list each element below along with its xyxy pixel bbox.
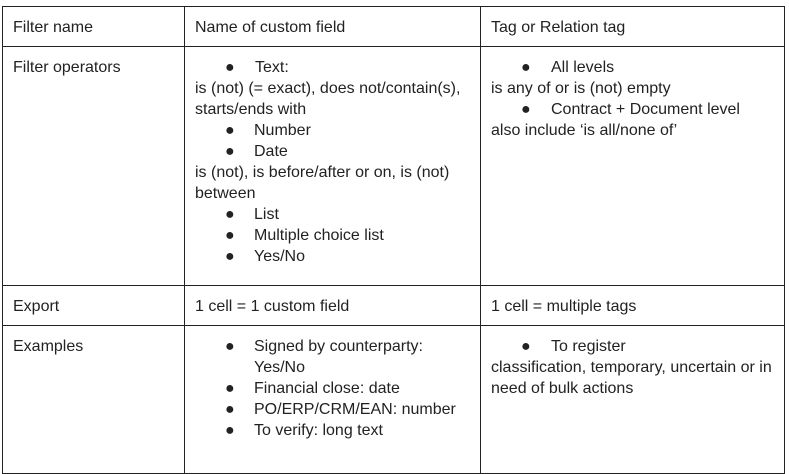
export-row: Export 1 cell = 1 custom field 1 cell = … <box>2 285 785 326</box>
export-custom-cell: 1 cell = 1 custom field <box>184 285 481 326</box>
contract-doc-desc: also include ‘is all/none of’ <box>491 122 678 139</box>
list-item-contract-doc: ● Contract + Document level <box>491 99 774 120</box>
bullet-icon: ● <box>225 380 235 397</box>
operators-custom-cell: ● Text: is (not) (= exact), does not/cont… <box>184 46 481 286</box>
contract-doc-label: Contract + Document level <box>551 101 740 118</box>
list-item: ● Signed by counterparty: Yes/No <box>195 336 470 378</box>
multi-item-label: Multiple choice list <box>254 227 384 244</box>
text-type-list: ● Text: <box>195 57 470 78</box>
bullet-icon: ● <box>521 59 531 76</box>
examples-label: Examples <box>13 338 84 355</box>
register-desc: classification, temporary, uncertain or … <box>491 359 772 397</box>
list-item-number: ● Number <box>195 120 470 141</box>
comparison-table: Filter name Name of custom field Tag or … <box>2 6 785 474</box>
operators-tag-cell: ●All levels is any of or is (not) empty … <box>480 46 785 286</box>
list-item-register: ● To register <box>491 336 774 357</box>
example-signed: Signed by counterparty: Yes/No <box>254 338 423 376</box>
header-tag-text: Tag or Relation tag <box>491 19 626 36</box>
all-levels-desc: is any of or is (not) empty <box>491 80 671 97</box>
bullet-icon: ● <box>521 101 531 118</box>
export-label: Export <box>13 298 60 315</box>
contract-doc-list: ● Contract + Document level <box>491 99 774 120</box>
header-row: Filter name Name of custom field Tag or … <box>2 6 785 47</box>
list-item: ● Financial close: date <box>195 378 470 399</box>
header-custom-field: Name of custom field <box>184 6 481 47</box>
export-tag-text: 1 cell = multiple tags <box>491 298 637 315</box>
example-financial-close: Financial close: date <box>254 380 400 397</box>
bullet-icon: ● <box>225 227 235 244</box>
example-to-verify: To verify: long text <box>254 422 383 439</box>
all-levels-list: ● All levels <box>491 57 774 78</box>
export-custom-text: 1 cell = 1 custom field <box>195 298 350 315</box>
date-item-label: Date <box>254 143 288 160</box>
bullet-icon: ● <box>225 143 235 160</box>
example-po-erp: PO/ERP/CRM/EAN: number <box>254 401 456 418</box>
examples-label-cell: Examples <box>2 325 185 474</box>
examples-tag-list: ● To register <box>491 336 774 357</box>
examples-custom-list: ● Signed by counterparty: Yes/No ● Financi… <box>195 336 470 441</box>
list-item: ● To verify: long text <box>195 420 470 441</box>
bullet-icon: ● <box>225 422 235 439</box>
date-operators-desc: is (not), is before/after or on, is (not… <box>195 164 450 202</box>
list-item-date: ● Date <box>195 141 470 162</box>
header-tag: Tag or Relation tag <box>480 6 785 47</box>
bullet-icon: ● <box>225 59 235 76</box>
all-levels-label: All levels <box>551 59 615 76</box>
header-custom-field-text: Name of custom field <box>195 19 346 36</box>
examples-row: Examples ● Signed by counterparty: Yes/No… <box>2 325 785 474</box>
operators-label: Filter operators <box>13 59 121 76</box>
list-item-text: ● Text: <box>195 57 470 78</box>
number-item-label: Number <box>254 122 311 139</box>
register-label: To register <box>551 338 626 355</box>
list-item-multi: ● Multiple choice list <box>195 225 470 246</box>
header-filter-name-text: Filter name <box>13 19 94 36</box>
list-item-list: ● List <box>195 204 470 225</box>
text-operators-desc: is (not) (= exact), does not/contain(s),… <box>195 80 461 118</box>
yesno-item-label: Yes/No <box>254 248 305 265</box>
bullet-icon: ● <box>225 248 235 265</box>
text-item-label: Text: <box>255 59 289 76</box>
list-type-list: ● List ● Multiple choice list ● Yes/No <box>195 204 470 267</box>
header-filter-name: Filter name <box>2 6 185 47</box>
bullet-icon: ● <box>225 338 235 355</box>
operators-label-cell: Filter operators <box>2 46 185 286</box>
number-date-list: ● Number ● Date <box>195 120 470 162</box>
bullet-icon: ● <box>225 401 235 418</box>
examples-custom-cell: ● Signed by counterparty: Yes/No ● Financi… <box>184 325 481 474</box>
list-item-label: List <box>254 206 279 223</box>
export-tag-cell: 1 cell = multiple tags <box>480 285 785 326</box>
examples-tag-cell: ● To register classification, temporary, … <box>480 325 785 474</box>
list-item-all-levels: ● All levels <box>491 57 774 78</box>
bullet-icon: ● <box>225 206 235 223</box>
bullet-icon: ● <box>225 122 235 139</box>
bullet-icon: ● <box>521 338 531 355</box>
list-item: ● PO/ERP/CRM/EAN: number <box>195 399 470 420</box>
list-item-yesno: ● Yes/No <box>195 246 470 267</box>
export-label-cell: Export <box>2 285 185 326</box>
operators-row: Filter operators ● Text: is (not) (= exac… <box>2 46 785 286</box>
